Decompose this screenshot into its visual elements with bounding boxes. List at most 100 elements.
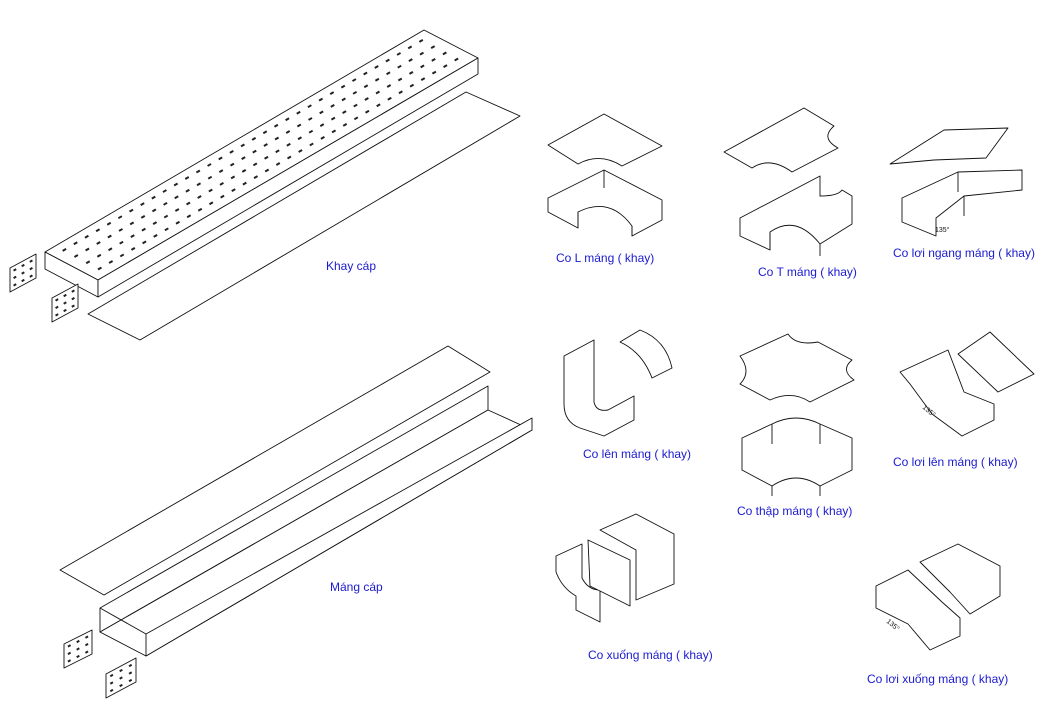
- horizontal-45-elbow-drawing: [889, 127, 1023, 237]
- vertical-down-elbow-drawing: [555, 513, 675, 623]
- perforation-slot: [67, 659, 72, 663]
- perforation-slot: [331, 129, 337, 134]
- perforation-slot: [108, 247, 113, 252]
- perforation-slot: [29, 274, 33, 278]
- perforation-slot: [29, 259, 33, 263]
- trough-splice-plate-left: [63, 629, 93, 669]
- perforation-slot: [218, 156, 223, 161]
- solid-trough-drawing: [59, 345, 533, 699]
- perforation-slot: [240, 143, 245, 148]
- perforation-slot: [85, 260, 91, 265]
- perforation-slot: [365, 109, 370, 114]
- perforation-slot: [275, 162, 281, 166]
- perforation-slot: [342, 110, 347, 114]
- perforation-slot: [229, 150, 234, 154]
- perforation-slot: [208, 188, 213, 193]
- perforation-slot: [21, 271, 25, 275]
- trough-body: [99, 385, 533, 657]
- perforation-slot: [231, 188, 236, 193]
- label-l-elbow: Co L máng ( khay): [556, 251, 655, 265]
- perforation-slot: [175, 220, 180, 225]
- perforated-tray-body: [44, 29, 479, 298]
- perforation-slot: [319, 123, 325, 128]
- up-elbow-body: [563, 339, 635, 437]
- perforation-slot: [119, 676, 123, 680]
- perforation-slot: [109, 673, 114, 678]
- perforation-slot: [374, 77, 380, 82]
- label-solid-trough: Máng cáp: [330, 580, 383, 594]
- perforation-slot: [163, 201, 168, 206]
- perforation-slot: [274, 136, 280, 141]
- perforation-slot: [174, 195, 179, 200]
- perforation-slot: [141, 227, 146, 232]
- perforation-slot: [352, 90, 358, 95]
- perforation-slot: [229, 162, 235, 167]
- down-45-elbow-body: [875, 569, 961, 651]
- perforation-slot: [207, 163, 212, 167]
- perforation-slot: [76, 647, 80, 651]
- splice-plate-holes: [13, 259, 33, 287]
- perforation-slot: [162, 189, 167, 193]
- perforation-slot: [320, 136, 325, 140]
- perforation-slot: [443, 64, 448, 68]
- tee-body: [739, 175, 853, 251]
- perforation-slot: [253, 175, 259, 179]
- tray-splice-plate-right: [51, 283, 79, 323]
- perforation-slot: [71, 297, 75, 301]
- down-elbow-cover: [599, 513, 675, 601]
- perforation-slot: [97, 266, 102, 271]
- perforation-slot: [286, 155, 292, 160]
- perforation-slot: [153, 233, 158, 238]
- perforated-tray-drawing: [9, 29, 521, 341]
- vertical-down-45-elbow-drawing: [875, 543, 1001, 651]
- perforation-slot: [442, 51, 447, 56]
- perforation-slot: [186, 201, 191, 206]
- perforation-slot: [117, 215, 123, 220]
- tee-drawing: [723, 107, 853, 256]
- perforation-slot: [13, 268, 17, 272]
- perforation-slot: [128, 663, 133, 668]
- perforation-slot: [220, 194, 225, 199]
- perforation-slot: [264, 155, 269, 160]
- perforation-slot: [185, 188, 190, 193]
- perforation-slot: [218, 169, 224, 174]
- perforation-slot: [330, 104, 335, 108]
- perforation-slot: [353, 116, 359, 121]
- perforation-slot: [142, 240, 147, 245]
- cross-cover: [739, 333, 855, 403]
- perforation-slot: [241, 168, 247, 173]
- perforation-slot: [73, 254, 79, 258]
- perforation-slot: [152, 221, 158, 225]
- label-vertical-up-45-elbow: Co lơi lên máng ( khay): [893, 455, 1018, 469]
- perforation-slot: [76, 639, 80, 644]
- perforation-slot: [408, 58, 413, 63]
- perforation-slot: [251, 136, 257, 141]
- perforation-slot: [107, 234, 112, 239]
- trough-splice-plate-right: [105, 657, 137, 699]
- perforation-slot: [431, 57, 436, 62]
- perforation-slot: [96, 253, 102, 258]
- perforation-slot: [95, 228, 101, 233]
- perforation-slot: [106, 221, 112, 226]
- up-45-elbow-body: [899, 349, 995, 437]
- perforation-slot: [96, 241, 101, 245]
- label-perforated-tray: Khay cáp: [326, 259, 377, 273]
- label-vertical-down-elbow: Co xuống máng ( khay): [588, 648, 713, 662]
- perforation-slot: [309, 142, 314, 147]
- perforation-slot: [219, 182, 224, 186]
- perforation-slot: [308, 117, 313, 121]
- splice-plate-holes: [67, 635, 89, 663]
- perforation-slot: [285, 130, 291, 134]
- perforation-slot: [119, 668, 123, 673]
- label-tee: Co T máng ( khay): [758, 265, 857, 279]
- perforation-slot: [128, 671, 133, 675]
- perforation-slot: [118, 228, 123, 232]
- l-elbow-drawing: [547, 113, 663, 237]
- perforation-slot: [109, 688, 114, 693]
- perforation-slot: [164, 227, 169, 232]
- perforation-slot: [242, 181, 247, 186]
- perforation-slot: [296, 123, 302, 128]
- perforation-slot: [418, 39, 424, 43]
- l-elbow-cover: [547, 113, 663, 167]
- perforation-slot: [263, 143, 268, 147]
